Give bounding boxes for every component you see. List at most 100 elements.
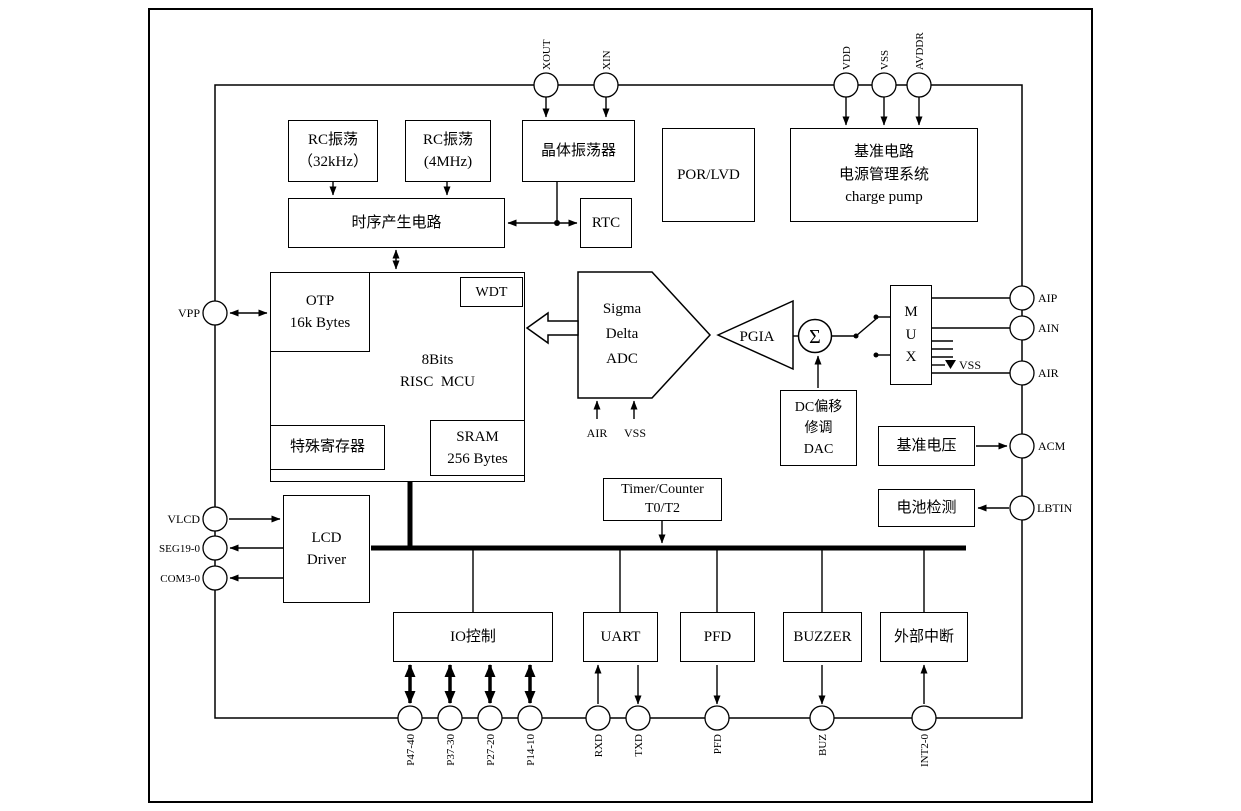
block-pfd: PFD — [680, 612, 755, 662]
block-special-regs: 特殊寄存器 — [270, 425, 385, 470]
block-wdt-label: WDT — [475, 284, 508, 300]
block-mcu-core-label: 8Bits RISC MCU — [360, 346, 515, 396]
pin-vss-circle — [871, 72, 897, 98]
pin-xin-label: XIN — [601, 50, 613, 70]
junction-dot — [554, 220, 560, 226]
pin-ain-label: AIN — [1038, 321, 1060, 335]
block-vref: 基准电压 — [878, 426, 975, 466]
block-rc-osc-4m: RC振荡 (4MHz) — [405, 120, 491, 182]
block-power-mgmt-line1: 基准电路 — [853, 144, 914, 161]
block-sram-line2: 256 Bytes — [447, 451, 508, 467]
pin-aip-circle — [1009, 285, 1035, 311]
block-dc-offset-dac-line3: DAC — [803, 441, 834, 457]
summer-circle — [797, 318, 833, 354]
pin-com-circle — [202, 565, 228, 591]
pin-aip-label: AIP — [1038, 291, 1058, 305]
pin-xout-label: XOUT — [541, 39, 553, 70]
adc-label-line1: Sigma — [603, 301, 642, 317]
pgia-triangle — [716, 299, 794, 371]
pin-avddr-circle — [906, 72, 932, 98]
block-timer-counter-line2: T0/T2 — [645, 500, 680, 516]
block-io-control-label: IO控制 — [450, 628, 496, 645]
pin-int-circle — [911, 705, 937, 731]
pin-p47-label: P47-40 — [405, 734, 417, 766]
block-uart: UART — [583, 612, 658, 662]
pin-xout-circle — [533, 72, 559, 98]
block-power-mgmt: 基准电路 电源管理系统 charge pump — [790, 128, 978, 222]
mcu-core-line2: RISC MCU — [399, 374, 476, 390]
pin-p37-circle — [437, 705, 463, 731]
pin-vpp-label: VPP — [178, 306, 200, 320]
pin-p14-circle — [517, 705, 543, 731]
pin-lbtin-circle — [1009, 495, 1035, 521]
page-border — [148, 8, 1093, 803]
vss-ground-triangle — [945, 360, 956, 369]
pin-vlcd-label: VLCD — [167, 512, 200, 526]
block-power-mgmt-line3: charge pump — [845, 189, 923, 206]
block-crystal-osc-label: 晶体振荡器 — [540, 142, 616, 159]
adc-body — [577, 271, 712, 399]
block-lcd-driver-line2: Driver — [306, 552, 347, 568]
pin-circles — [202, 72, 1035, 731]
pin-vdd-circle — [833, 72, 859, 98]
pin-buz-circle — [809, 705, 835, 731]
mux-vss-net-label: VSS — [959, 358, 981, 372]
pin-vss-label: VSS — [879, 50, 891, 70]
block-rc-osc-4m-line1: RC振荡 — [422, 131, 473, 148]
analog-shapes — [525, 220, 956, 399]
pin-p27-circle — [477, 705, 503, 731]
pin-acm-circle — [1009, 433, 1035, 459]
block-rc-osc-32k-line1: RC振荡 — [307, 131, 358, 148]
pin-txd-circle — [625, 705, 651, 731]
pin-p47-circle — [397, 705, 423, 731]
mux-letter-u: U — [905, 326, 917, 343]
block-lcd-driver-line1: LCD — [311, 529, 342, 546]
pin-int-label: INT2-0 — [919, 734, 931, 767]
pin-pfd-label: PFD — [712, 734, 724, 754]
block-dc-offset-dac: DC偏移 修调 DAC — [780, 390, 857, 466]
pin-pfd-circle — [704, 705, 730, 731]
pgia-label: PGIA — [739, 329, 774, 345]
pin-txd-label: TXD — [633, 734, 645, 757]
pin-air-circle — [1009, 360, 1035, 386]
pin-vlcd-circle — [202, 506, 228, 532]
block-timing-gen: 时序产生电路 — [288, 198, 505, 248]
pin-air-label: AIR — [1038, 366, 1059, 380]
block-ext-interrupt-label: 外部中断 — [893, 628, 954, 645]
switch-dot-lower — [873, 352, 879, 358]
pin-acm-label: ACM — [1038, 439, 1066, 453]
block-buzzer-label: BUZZER — [793, 628, 852, 645]
block-dc-offset-dac-line2: 修调 — [804, 420, 833, 436]
adc-label-line3: ADC — [606, 351, 638, 367]
block-timer-counter-line1: Timer/Counter — [621, 481, 704, 497]
block-battery-detect: 电池检测 — [878, 489, 975, 527]
pin-ain-circle — [1009, 315, 1035, 341]
block-timing-gen-label: 时序产生电路 — [351, 214, 442, 231]
block-rtc: RTC — [580, 198, 632, 248]
block-wdt: WDT — [460, 277, 523, 307]
switch-dot-wiper — [853, 333, 859, 339]
adc-to-mcu-arrow — [525, 311, 579, 345]
block-rc-osc-32k: RC振荡 （32kHz） — [288, 120, 378, 182]
pin-vdd-label: VDD — [841, 46, 853, 70]
pin-vpp-circle — [202, 300, 228, 326]
pin-lbtin-label: LBTIN — [1037, 501, 1073, 515]
block-pfd-label: PFD — [703, 628, 732, 645]
pin-rxd-circle — [585, 705, 611, 731]
switch-dot-upper — [873, 314, 879, 320]
block-otp-line2: 16k Bytes — [289, 315, 351, 331]
mcu-core-line1: 8Bits — [421, 351, 454, 368]
switch-wiper — [855, 318, 877, 337]
pin-p14-label: P14-10 — [525, 734, 537, 766]
block-mux: M U X — [890, 285, 932, 385]
wires-group — [229, 97, 1010, 705]
adc-label-line2: Delta — [606, 326, 639, 342]
summer-sigma-label: Σ — [809, 326, 821, 348]
pin-rxd-label: RXD — [593, 734, 605, 757]
block-crystal-osc: 晶体振荡器 — [522, 120, 635, 182]
block-por-lvd-label: POR/LVD — [677, 166, 740, 183]
block-sram: SRAM 256 Bytes — [430, 420, 525, 476]
block-ext-interrupt: 外部中断 — [880, 612, 968, 662]
pin-p27-label: P27-20 — [485, 734, 497, 766]
